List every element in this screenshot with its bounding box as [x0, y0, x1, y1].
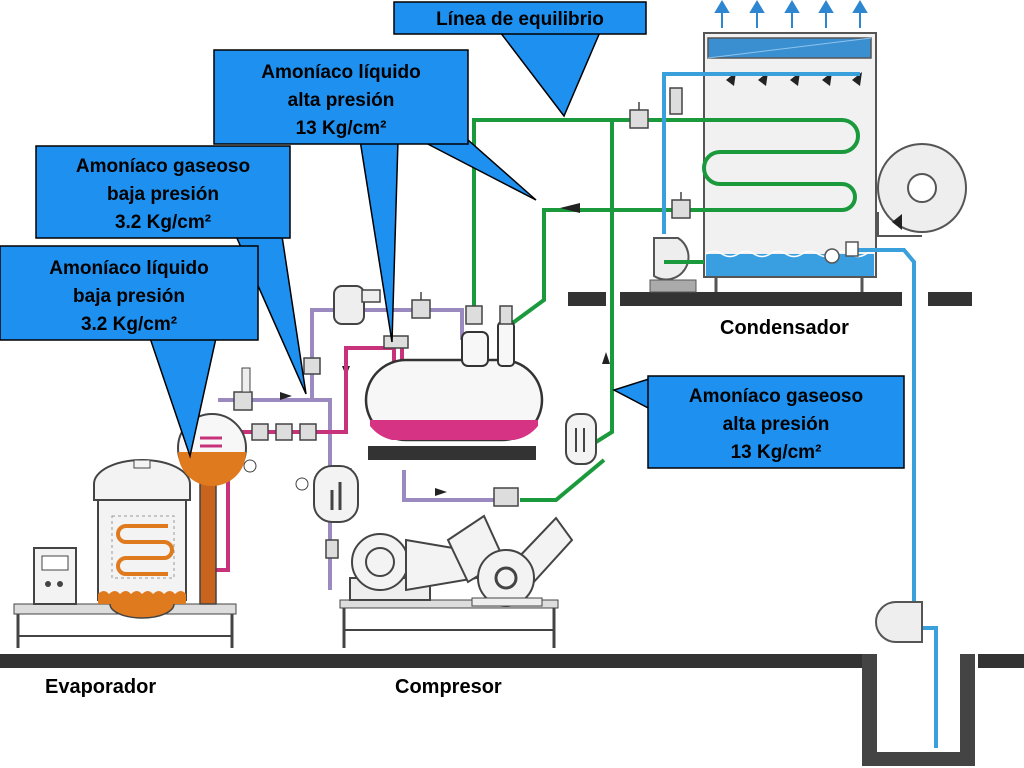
callout-liquid-high-line-3: 13 Kg/cm² — [296, 118, 387, 139]
receiver-tank — [364, 321, 544, 460]
callout-liquid-high-line-2: alta presión — [288, 90, 395, 111]
callout-liquid-low-line-2: baja presión — [73, 286, 185, 307]
compressor — [339, 514, 574, 648]
callout-equilibrium: Línea de equilibrio — [393, 1, 647, 118]
callout-gas-high-line-3: 13 Kg/cm² — [731, 442, 822, 463]
valves — [233, 87, 691, 559]
label-compresor: Compresor — [395, 676, 502, 698]
callout-liquid-high-line-1: Amoníaco líquido — [261, 62, 420, 83]
accumulator — [295, 465, 359, 523]
callout-gas-low-line-2: baja presión — [107, 184, 219, 205]
cooling-pump-icon — [875, 601, 923, 643]
condenser — [649, 0, 967, 293]
discharge-filter — [565, 413, 597, 465]
callout-liquid-low: Amoníaco líquido baja presión 3.2 Kg/cm² — [0, 245, 259, 459]
callout-liquid-low-line-1: Amoníaco líquido — [49, 258, 208, 279]
callout-gas-low-line-1: Amoníaco gaseoso — [76, 156, 250, 177]
evaporator — [13, 367, 257, 648]
label-evaporador: Evaporador — [45, 676, 157, 698]
oil-separator — [333, 285, 381, 325]
floor — [0, 292, 1024, 766]
callout-gas-high-line-2: alta presión — [723, 414, 830, 435]
callout-liquid-low-line-3: 3.2 Kg/cm² — [81, 314, 177, 335]
callout-equilibrium-line-1: Línea de equilibrio — [436, 9, 604, 30]
callout-gas-high-line-1: Amoníaco gaseoso — [689, 386, 863, 407]
green-piping — [472, 118, 860, 502]
water-pump-icon — [649, 237, 697, 293]
callout-liquid-high: Amoníaco líquido alta presión 13 Kg/cm² — [213, 49, 537, 343]
fan-icon — [877, 143, 967, 237]
label-condensador: Condensador — [720, 317, 849, 339]
callout-gas-low-line-3: 3.2 Kg/cm² — [115, 212, 211, 233]
callout-gas-high: Amoníaco gaseoso alta presión 13 Kg/cm² — [612, 375, 905, 469]
